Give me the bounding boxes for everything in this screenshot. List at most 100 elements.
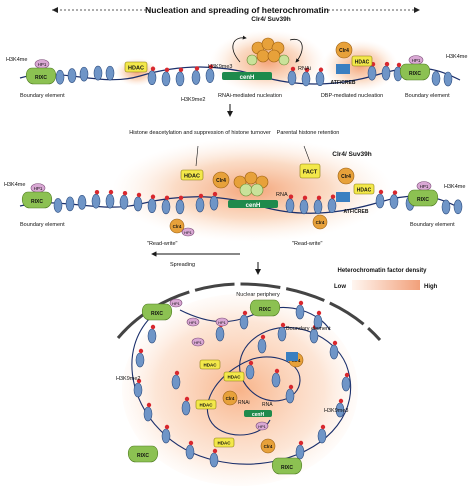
nucleosome (133, 196, 143, 212)
h3k9me3-label-nucleus: H3K9me3 (324, 408, 348, 414)
nucleosome (175, 71, 185, 87)
rixc-bottom-nucleus (271, 457, 303, 475)
fact-label: FACT (303, 170, 318, 176)
nucleosome (133, 382, 143, 398)
clr4-cluster-panel1 (246, 37, 290, 66)
hp1-left-label-panel1: HP1 (38, 62, 47, 67)
h3k9-methyl-mark (164, 424, 170, 430)
rixc-topright-nucleus (249, 299, 281, 317)
clr4-readwrite-right (312, 214, 328, 230)
h3k9-methyl-mark (392, 190, 398, 195)
rixc-left-nucleus-label: RIXC (137, 453, 149, 459)
nucleosome (65, 196, 75, 212)
nucleosome (381, 65, 391, 81)
title-arrow-right-head (414, 7, 420, 13)
rixc-left-label-panel2: RIXC (31, 199, 43, 205)
rixc-left-label-panel1: RIXC (35, 75, 47, 81)
atf-creb-label-panel2: ATF/CREB (344, 209, 369, 215)
rixc-bottom-nucleus-label: RIXC (281, 465, 293, 471)
nucleosome (209, 195, 219, 211)
nucleosome (55, 69, 65, 85)
read-write-left-label: "Read-write" (147, 241, 178, 247)
h3k9-methyl-mark (338, 398, 344, 404)
hp1-cluster-2 (215, 317, 229, 327)
h3k9me2-label-nucleus: H3K9me2 (116, 376, 140, 382)
h3k9me3-label-panel1: H3K9me3 (208, 64, 232, 70)
h3k9-methyl-mark (298, 300, 304, 306)
nucleosome (209, 452, 219, 468)
title-arrow-left-head (52, 7, 58, 13)
nucleosome (315, 71, 325, 87)
nucleosome-ring-nucleus (133, 300, 351, 468)
nucleosome (105, 65, 115, 81)
nucleosome (285, 388, 295, 404)
rixc-left-panel2 (21, 191, 53, 209)
legend-low-label: Low (334, 284, 346, 290)
nucleosome (257, 338, 267, 354)
h3k9-methyl-mark (302, 195, 308, 201)
nucleosome (175, 199, 185, 215)
clr4-cluster-panel2 (233, 171, 269, 197)
h3k9-methyl-mark (396, 62, 402, 68)
nucleosome (367, 65, 377, 81)
parental-retention-label: Parental histone retention (277, 130, 340, 136)
clr4-nucleus-3-label: Clr4 (264, 444, 273, 449)
cenH-label-panel2: cenH (246, 203, 261, 209)
h3k9-methyl-mark (330, 194, 336, 199)
nucleosome (453, 199, 463, 215)
title-bg (150, 3, 325, 16)
nucleosome-row-panel1 (55, 61, 453, 87)
h3k9-methyl-mark (150, 194, 156, 199)
nucleosome (313, 314, 323, 330)
nucleosome (147, 70, 157, 86)
nucleosome (329, 344, 339, 360)
h3k9-methyl-mark (288, 194, 294, 199)
hdac-nucleus-2-label: HDAC (228, 375, 242, 380)
rnai-nucleation-label: RNAi-mediated nucleation (218, 93, 282, 99)
clr4-nucleus-1 (222, 390, 238, 406)
histone-deacetylation-label: Histone deacetylation and suppression of… (129, 130, 271, 136)
h3k9-methyl-mark (188, 440, 194, 446)
h3k9me2-label-panel1: H3K9me2 (181, 97, 205, 103)
hp1-cluster-1 (186, 317, 200, 327)
rixc-top-nucleus (141, 303, 173, 321)
nucleosome (245, 364, 255, 380)
nuclear-periphery-label: Nuclear periphery (236, 292, 280, 298)
hp1-topleft-label: HP1 (172, 301, 181, 306)
cenH-bar-panel2 (228, 200, 278, 208)
nucleosome (161, 199, 171, 215)
h3k9-methyl-mark (242, 310, 248, 316)
hdac-nucleus-4 (213, 437, 235, 448)
nucleosome (147, 198, 157, 214)
nucleosome-row-panel2 (53, 189, 463, 215)
h3k4me-right-label-panel1: H3K4me (446, 54, 467, 60)
hp1-readwrite-left (181, 227, 195, 237)
dbp-nucleation-label: DBP-mediated nucleation (321, 93, 383, 99)
nucleosome (171, 374, 181, 390)
clr4-readwrite-left-label: Clr4 (173, 224, 182, 229)
atf-creb-box-nucleus (286, 352, 298, 361)
clr4-right-label-panel2: Clr4 (341, 174, 351, 180)
h3k9-methyl-mark (194, 66, 200, 71)
hp1-cluster-2-label: HP1 (218, 320, 227, 325)
h3k9-methyl-mark (274, 368, 280, 374)
nucleosome (295, 304, 305, 320)
nucleosome (443, 71, 453, 87)
nucleosome (431, 71, 441, 86)
nucleosome (287, 70, 297, 86)
hdac-nucleus-2 (223, 371, 245, 382)
h3k9-methyl-mark (178, 195, 184, 201)
clr4-node-panel2 (212, 171, 230, 189)
h3k9-methyl-mark (304, 67, 310, 73)
boundary-left-label-panel2: Boundary element (20, 222, 65, 228)
h3k9-methyl-mark (260, 334, 266, 340)
nucleosome (309, 328, 319, 344)
panel-2-spreading: cenH Histone deacetylation and suppressi… (4, 130, 465, 268)
leader-line-parental (303, 145, 311, 163)
h3k9-methyl-mark (136, 378, 142, 384)
rnai-loop-right (289, 38, 303, 63)
hdac-nucleus-3-label: HDAC (200, 403, 214, 408)
h3k9-methyl-mark (138, 348, 144, 354)
h3k9-methyl-mark (384, 61, 390, 67)
h3k9-methyl-mark (178, 67, 184, 73)
